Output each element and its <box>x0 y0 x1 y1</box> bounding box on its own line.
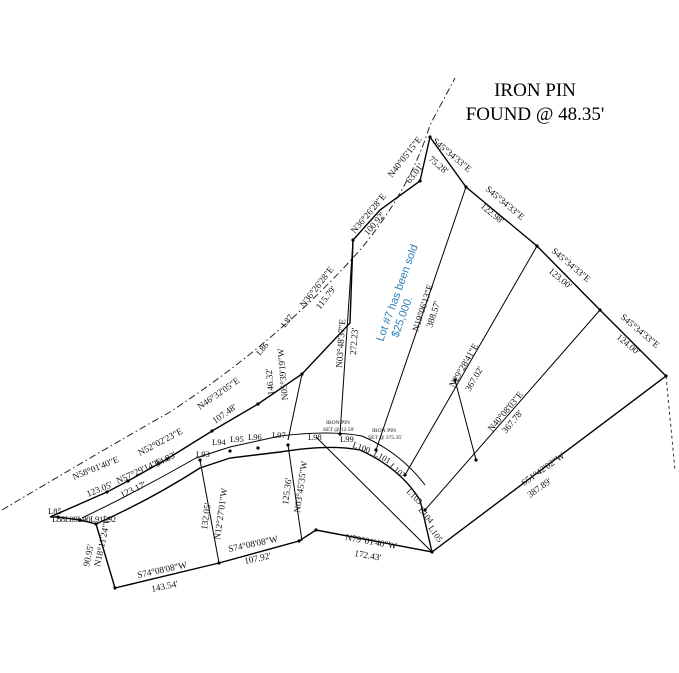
iron-pin-set-value-2: SET @ 375.35' <box>368 435 402 441</box>
distance-172-43: 172.43' <box>354 548 383 563</box>
iron-pin-set-value-1: SET @ 12.50' <box>323 427 354 433</box>
road-north-edge <box>81 432 426 519</box>
distance-146-32: 146.32' <box>264 368 276 396</box>
tag-l98: L98 <box>308 432 322 442</box>
lot-line-f <box>375 186 467 451</box>
tag-l96: L96 <box>248 432 263 442</box>
distance-132-05: 132.05' <box>199 502 213 530</box>
tag-l87: L87 <box>279 312 296 330</box>
road-south-edge <box>95 446 433 553</box>
survey-points <box>56 135 668 590</box>
tag-l85: L85 <box>48 506 62 516</box>
iron-pin-set-label-1: IRON PIN <box>326 420 350 426</box>
lot-line-i <box>454 379 477 461</box>
tag-l104: L104 <box>416 505 436 526</box>
lot-line-h <box>424 309 601 511</box>
distance-272-23: 272.23' <box>348 327 360 355</box>
iron-pin-title: IRON PIN <box>494 80 576 101</box>
bearing-n79: N79°01'40"W <box>345 532 398 551</box>
tag-l103: L103 <box>405 486 425 506</box>
lot-line-e <box>315 436 433 553</box>
bearing-n05: N05°39'19"W <box>275 348 290 401</box>
lot-line-a <box>199 459 220 564</box>
tag-l100: L100 <box>351 439 371 455</box>
tag-l97: L97 <box>272 430 287 440</box>
distance-107-48: 107.48' <box>210 402 238 426</box>
lot-line-b <box>287 444 303 542</box>
south-boundary-line <box>114 375 667 589</box>
bearing-n12: N12°27'01"W <box>212 487 229 540</box>
tag-l94: L94 <box>212 437 227 447</box>
bearing-n58: N58°01'40"E <box>71 454 120 482</box>
tag-l95: L95 <box>230 434 244 444</box>
tag-l86: L86 <box>254 340 271 358</box>
bearing-s74-2: S74°08'08"W <box>227 534 279 554</box>
lot-line-d <box>339 239 354 435</box>
iron-pin-set-label-2: IRON PIN <box>372 428 396 434</box>
lot-line-c <box>287 373 303 441</box>
bearing-n03-45: N03°45'35"W <box>292 460 309 513</box>
distance-90-95: 90.95' <box>81 543 95 567</box>
distance-75-28: 75.28' <box>427 154 451 176</box>
distance-107-92: 107.92' <box>243 551 272 566</box>
tag-l99: L99 <box>340 434 354 444</box>
tag-l88-92: L88L89L90L91L92 <box>52 514 116 524</box>
east-boundary-dashed-line <box>665 375 676 471</box>
distance-125-36: 125.36' <box>280 477 294 505</box>
iron-pin-found-title: FOUND @ 48.35' <box>465 104 605 125</box>
lot-line-g <box>404 245 538 476</box>
tag-l93: L93 <box>196 449 210 459</box>
distance-143-54: 143.54' <box>150 579 179 594</box>
bearing-n03-48: N03°48'37"E <box>334 318 347 368</box>
north-frontage-line <box>49 136 431 518</box>
road-right-of-way-line <box>1 77 456 511</box>
